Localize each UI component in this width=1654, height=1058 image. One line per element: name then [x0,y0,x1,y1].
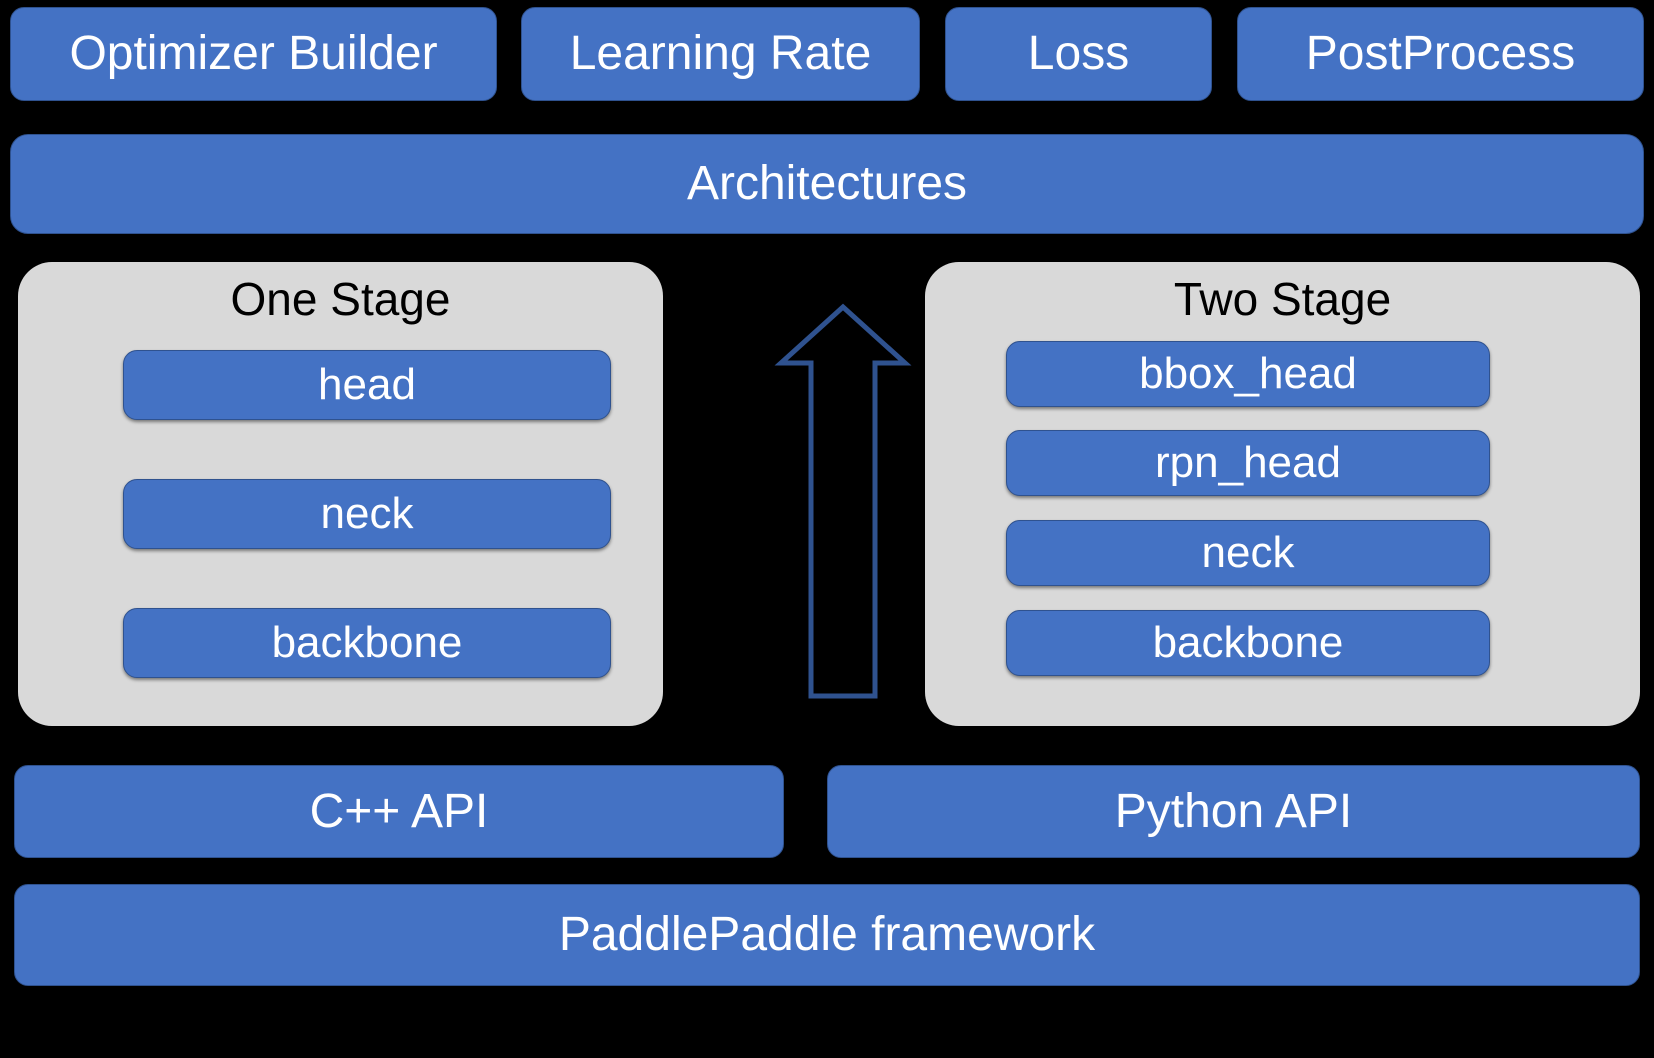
box-one-stage-head[interactable]: head [123,350,611,420]
box-cpp-api[interactable]: C++ API [14,765,784,858]
box-two-stage-backbone[interactable]: backbone [1006,610,1490,676]
box-paddlepaddle-framework[interactable]: PaddlePaddle framework [14,884,1640,986]
upward-arrow-icon [774,303,912,699]
box-one-stage-backbone[interactable]: backbone [123,608,611,678]
box-two-stage-rpn-head[interactable]: rpn_head [1006,430,1490,496]
box-one-stage-neck[interactable]: neck [123,479,611,549]
box-learning-rate[interactable]: Learning Rate [521,7,920,101]
box-postprocess[interactable]: PostProcess [1237,7,1644,101]
box-two-stage-bbox-head[interactable]: bbox_head [1006,341,1490,407]
box-python-api[interactable]: Python API [827,765,1640,858]
box-two-stage-neck[interactable]: neck [1006,520,1490,586]
title-one-stage: One Stage [230,273,451,325]
box-architectures[interactable]: Architectures [10,134,1644,234]
box-optimizer-builder[interactable]: Optimizer Builder [10,7,497,101]
title-two-stage: Two Stage [1173,273,1392,325]
box-loss[interactable]: Loss [945,7,1212,101]
